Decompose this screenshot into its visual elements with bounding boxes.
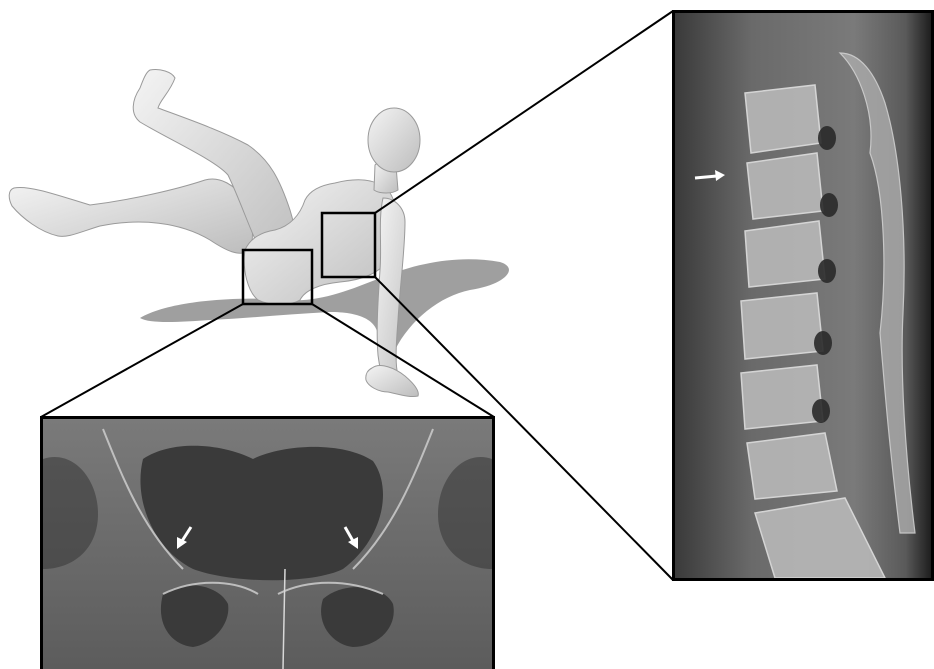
head xyxy=(368,108,420,172)
spine-connector-top xyxy=(375,11,673,213)
extended-leg xyxy=(9,179,252,253)
foramen xyxy=(820,193,838,217)
pelvis-connector-left xyxy=(41,304,243,417)
foramen xyxy=(818,259,836,283)
lumbar-spine-xray xyxy=(675,13,931,578)
vertebra xyxy=(747,153,823,219)
hand xyxy=(366,366,419,397)
vertebra xyxy=(741,365,823,429)
mannequin xyxy=(9,69,420,396)
vertebra xyxy=(745,221,825,287)
pelvis-xray xyxy=(43,419,492,669)
foramen xyxy=(814,331,832,355)
vertebra xyxy=(747,433,837,499)
lumbar-spine-xray-panel xyxy=(672,10,934,581)
pelvis-xray-panel xyxy=(40,416,495,669)
vertebra xyxy=(741,293,823,359)
foramen xyxy=(812,399,830,423)
vertebra xyxy=(745,85,821,153)
foramen xyxy=(818,126,836,150)
